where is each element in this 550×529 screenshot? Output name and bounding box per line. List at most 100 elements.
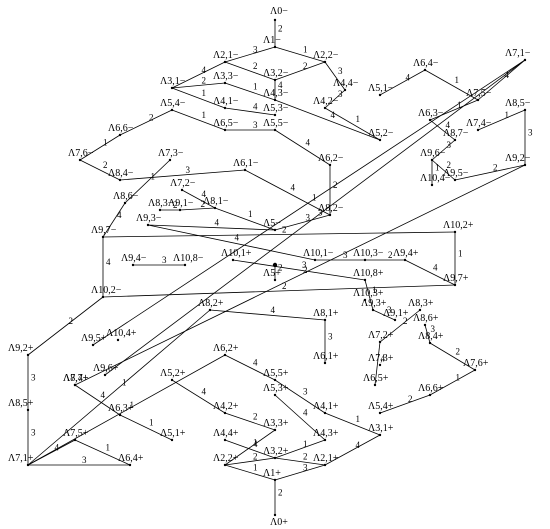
edge-label-top-n1: 2 [278, 24, 283, 34]
edge-label-p22-p1: 1 [253, 463, 258, 473]
node-label-n54: Λ5,4− [160, 98, 186, 109]
node-label-p44: Λ4,4+ [213, 428, 239, 439]
edge-label-n31-n33: 2 [202, 76, 207, 86]
edge-n55-n62 [274, 129, 331, 166]
edge-label-p71-p62: 1 [130, 400, 135, 410]
node-dot-n52 [378, 138, 382, 142]
node-dot-n54 [170, 108, 174, 112]
node-label-p42: Λ4,2+ [213, 401, 239, 412]
node-label-n44: Λ4,4− [333, 78, 359, 89]
node-label-p97: Λ9,7+ [443, 273, 469, 284]
edge-n95-n92 [454, 164, 526, 181]
edge-label-p31-p21: 4 [356, 440, 361, 450]
edge-label-n63-n87: 4 [446, 120, 451, 130]
node-label-p104: Λ10,4+ [106, 328, 137, 339]
node-dot-p85 [26, 408, 30, 412]
node-label-n21: Λ2,1− [213, 50, 239, 61]
node-dot-p53 [273, 393, 277, 397]
node-dot-n75 [476, 98, 480, 102]
edge-label-n54-n65: 1 [202, 110, 207, 120]
node-label-n61: Λ6,1− [233, 158, 259, 169]
node-label-n62: Λ6,2− [318, 153, 344, 164]
node-dot-n92 [523, 163, 527, 167]
edge-p52-p42 [171, 379, 226, 414]
edge-label-n64-n75: 1 [455, 75, 460, 85]
edge-p43-p32 [274, 439, 326, 459]
node-dot-n102 [101, 295, 105, 299]
node-label-p53: Λ5,3+ [263, 383, 289, 394]
node-label-n5: Λ5− [263, 218, 281, 229]
edge-label-n83-n91: 2 [173, 200, 178, 210]
edge-label-n75-n63: 1 [457, 100, 462, 110]
node-dot-n85 [523, 108, 527, 112]
node-dot-n83 [158, 208, 162, 212]
edge-label-n22-n44: 3 [338, 66, 343, 76]
edge-n73-n86 [124, 159, 171, 204]
node-dot-n44 [343, 88, 347, 92]
node-label-n31: Λ3,1− [160, 76, 186, 87]
edge-label-n71-p95: 1 [312, 193, 317, 203]
edge-n63-n87 [429, 119, 456, 141]
edge-label-n87-n96: 3 [447, 140, 452, 150]
edge-label-p43-p32: 1 [303, 439, 308, 449]
node-dot-p81 [323, 318, 327, 322]
node-dot-p31 [378, 433, 382, 437]
node-label-p66: Λ6,6+ [418, 383, 444, 394]
node-label-n81: Λ8,1− [203, 196, 229, 207]
edge-label-n64-n51: 4 [406, 73, 411, 83]
edge-p42-p33 [224, 412, 276, 431]
edge-n1-n22 [274, 46, 326, 63]
edge-label-n92-p74: 2 [303, 265, 308, 275]
node-dot-p71 [26, 463, 30, 467]
edge-label-n62-n82: 2 [333, 180, 338, 190]
node-label-n95: Λ9,5− [443, 168, 469, 179]
node-label-n94: Λ9,4− [121, 253, 147, 264]
node-label-n84: Λ8,4− [108, 168, 134, 179]
node-label-p65: Λ6,5+ [363, 373, 389, 384]
edge-label-p92-n102: 2 [69, 316, 74, 326]
edge-label-p32-p21: 2 [303, 452, 308, 462]
node-label-n97: Λ9,7− [91, 225, 117, 236]
node-label-n82: Λ8,2− [318, 203, 344, 214]
node-dot-p5 [273, 278, 277, 282]
edge-label-n72-n81: 4 [202, 189, 207, 199]
node-dot-p55 [273, 378, 277, 382]
edge-p62-p55 [224, 354, 276, 381]
edge-n76-n84 [79, 159, 121, 181]
node-dot-bottom [273, 513, 277, 517]
node-dot-n63 [428, 118, 432, 122]
edge-label-n101-n103: 3 [343, 250, 348, 260]
node-dot-p101 [231, 258, 235, 262]
edge-p53-p43 [274, 394, 326, 441]
edge-label-n43-n52: 4 [331, 110, 336, 120]
node-dot-p52 [170, 378, 174, 382]
node-dot-p44 [223, 438, 227, 442]
node-dot-p72 [378, 340, 382, 344]
edge-p66-p54 [379, 394, 431, 414]
node-label-p96: Λ9,6+ [93, 363, 119, 374]
edge-label-n1-n21: 3 [253, 45, 258, 55]
node-label-n102: Λ10,2− [91, 285, 122, 296]
edge-n22-n32 [274, 61, 326, 81]
edge-label-p84-p76: 2 [456, 347, 461, 357]
node-label-n87: Λ8,7− [443, 128, 469, 139]
node-dot-p95 [91, 343, 95, 347]
edge-label-n85-n92: 3 [528, 128, 533, 138]
edge-p83-p72 [379, 309, 421, 343]
node-label-p63: Λ6,3+ [108, 403, 134, 414]
node-label-n51: Λ5,1− [368, 83, 394, 94]
edge-label-n71-n75: 4 [505, 70, 510, 80]
node-label-p33: Λ3,3+ [263, 418, 289, 429]
node-label-p73: Λ7,3+ [368, 353, 394, 364]
node-dot-n95 [453, 178, 457, 182]
node-label-p41: Λ4,1+ [313, 401, 339, 412]
edge-p94-p97 [404, 259, 456, 286]
node-dot-p64 [128, 463, 132, 467]
node-dot-n51 [378, 93, 382, 97]
edge-n86-n97 [102, 202, 126, 238]
edge-label-p55-p41: 3 [303, 387, 308, 397]
edge-n43-n52 [274, 99, 381, 141]
node-dot-p104 [116, 338, 120, 342]
